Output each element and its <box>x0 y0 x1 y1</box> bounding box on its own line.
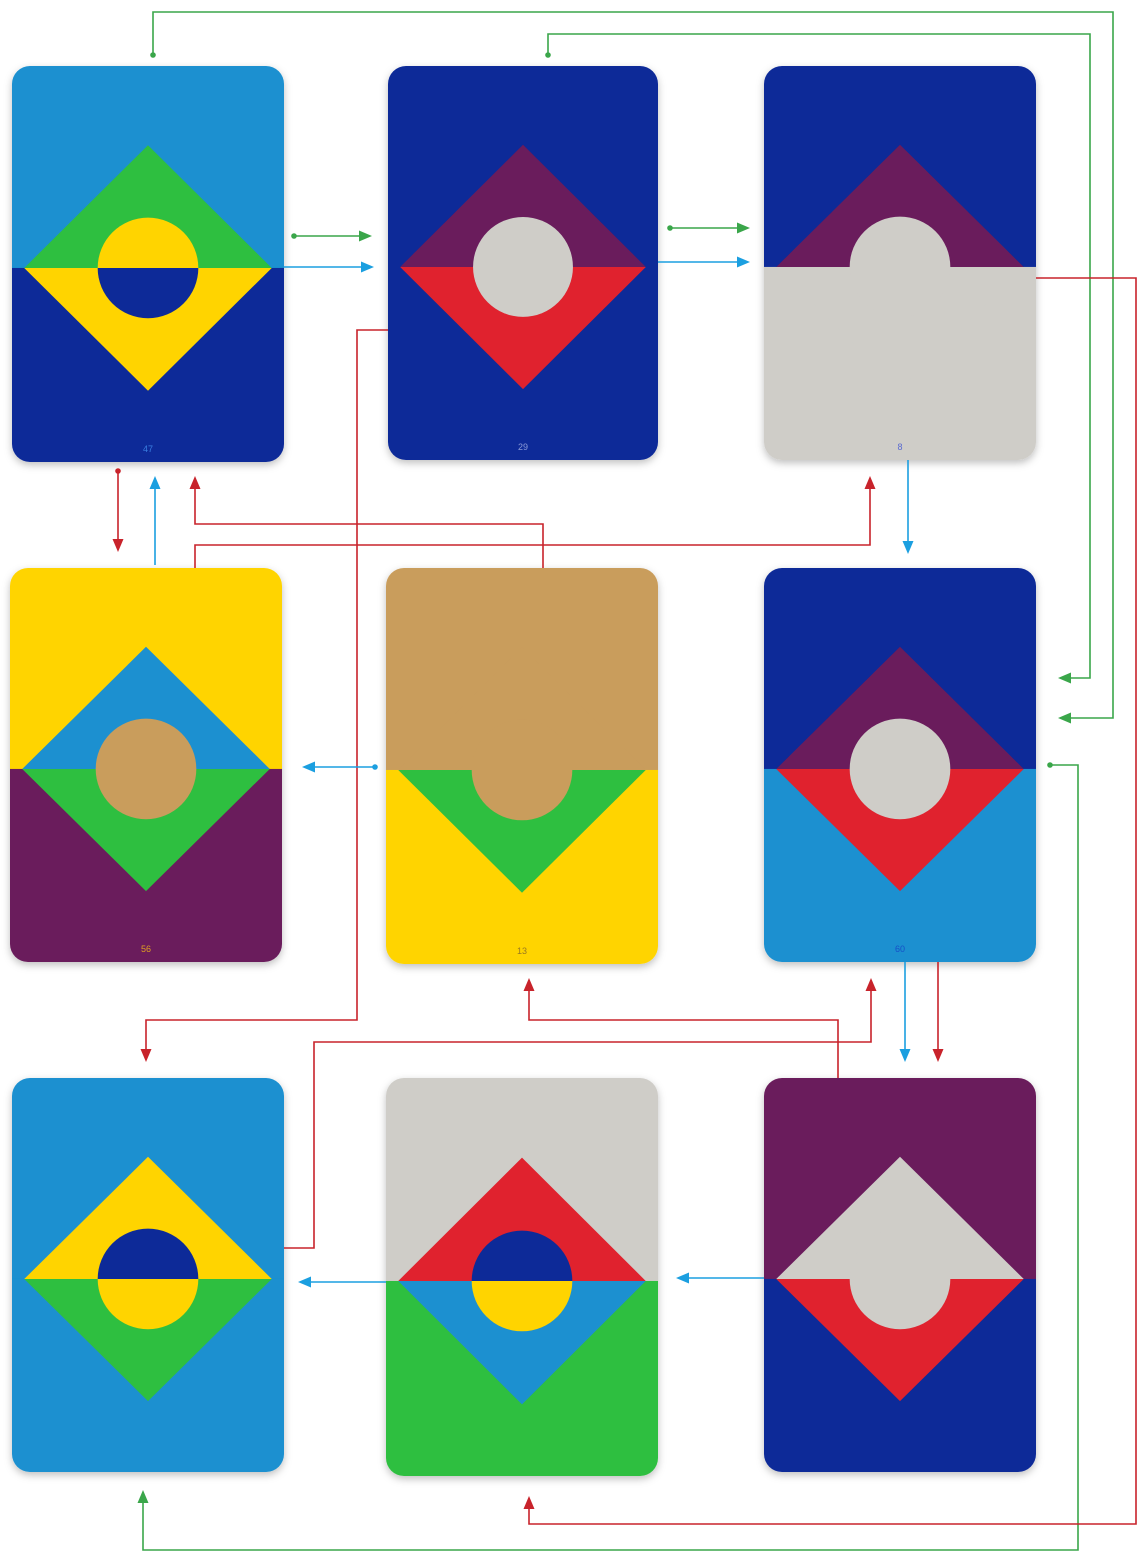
arrow-red-mid-1 <box>190 476 544 568</box>
arrow-blue-v1 <box>150 476 161 565</box>
card-c3: 8 <box>764 66 1036 460</box>
card-c7 <box>12 1078 284 1472</box>
cards-layer: 47 29 8 56 13 60 <box>10 66 1036 1476</box>
arrow-green-r1b <box>667 223 750 234</box>
arrow-red-mid-2 <box>195 476 876 568</box>
arrow-red-v1 <box>113 468 124 552</box>
card-c1: 47 <box>12 66 284 462</box>
card-c4: 56 <box>10 568 282 962</box>
card-number: 60 <box>895 944 905 954</box>
arrow-green-r1a <box>291 231 372 242</box>
arrow-blue-r3a <box>676 1273 764 1284</box>
arrow-blue-r1a <box>284 262 374 273</box>
card-number: 47 <box>143 444 153 454</box>
card-number: 8 <box>897 442 902 452</box>
arrow-red-v6 <box>933 962 944 1062</box>
card-c9 <box>764 1078 1036 1472</box>
card-c6: 60 <box>764 568 1036 962</box>
arrow-blue-r1b <box>658 257 750 268</box>
card-c2: 29 <box>388 66 658 460</box>
card-number: 29 <box>518 442 528 452</box>
arrow-blue-r2 <box>302 762 378 773</box>
arrow-blue-v3 <box>903 460 914 554</box>
arrow-blue-v6 <box>900 962 911 1062</box>
card-c5: 13 <box>386 568 658 964</box>
arrow-red-c9-c5 <box>524 978 839 1078</box>
card-number: 56 <box>141 944 151 954</box>
arrow-blue-r3b <box>298 1277 386 1288</box>
card-number: 13 <box>517 946 527 956</box>
card-c8 <box>386 1078 658 1476</box>
